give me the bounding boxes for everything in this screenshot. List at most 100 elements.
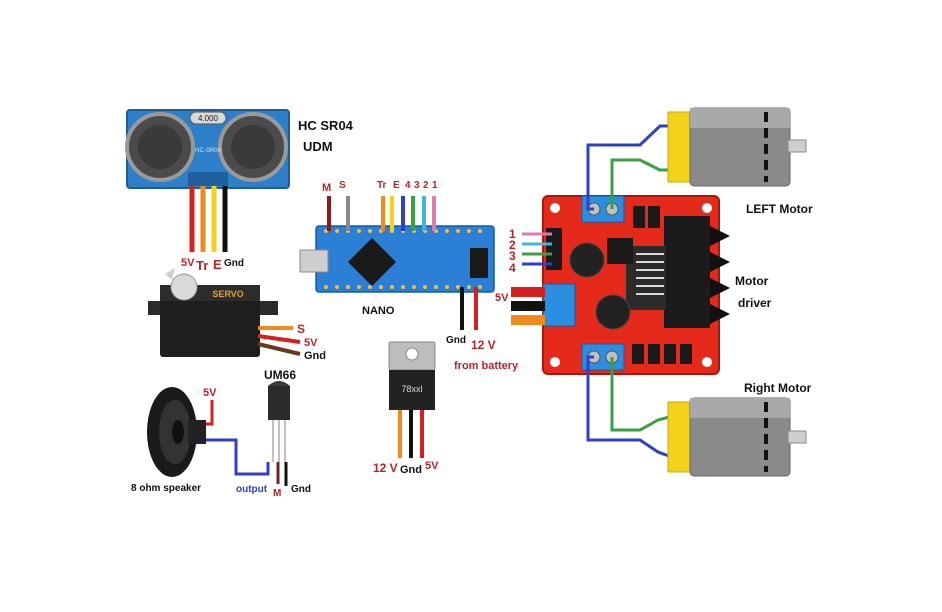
us-gnd-label: Gnd [224, 258, 244, 269]
nano-3-label: 3 [414, 180, 420, 191]
left-motor-wire-green [610, 158, 680, 209]
driver-input-wires [522, 232, 552, 266]
us-e-label: E [213, 257, 222, 272]
driver-wire-5v-out [511, 315, 545, 325]
driver-5v-label: 5V [495, 292, 509, 304]
nano-gnd-label: Gnd [446, 335, 466, 346]
ultrasonic-header [188, 172, 228, 186]
udm-label: UDM [303, 139, 333, 154]
um66-gnd-label: Gnd [291, 484, 311, 495]
driver-wire-gnd [511, 301, 545, 311]
nano-s-label: S [339, 180, 346, 191]
nano-m-label: M [322, 182, 331, 194]
driver-wire-12v [511, 287, 545, 297]
nano-12v-label: 12 V [471, 338, 496, 352]
right-motor [667, 397, 807, 477]
speaker-wire-output [206, 438, 270, 476]
hc-sr04-label: HC SR04 [298, 118, 354, 133]
nano-bottom-wires [460, 287, 478, 330]
driver-hole-tl [550, 203, 560, 213]
driver-capacitor-1 [569, 242, 605, 278]
driver-hole-br [702, 357, 712, 367]
nano-board [315, 225, 495, 293]
driver-4-label: 4 [509, 261, 516, 275]
nano-icsp-header [470, 248, 488, 278]
right-motor-wire-blue [586, 355, 681, 462]
servo-text: SERVO [212, 289, 243, 299]
left-motor-shaft [787, 139, 807, 153]
um66-wires [276, 462, 288, 486]
servo-wire-gnd [257, 342, 301, 356]
servo-s-label: S [297, 322, 305, 336]
driver-label: driver [738, 296, 772, 310]
right-motor-label: Right Motor [744, 381, 812, 395]
driver-capacitor-2 [595, 294, 631, 330]
reg-12v-label: 12 V [373, 461, 398, 475]
motor-driver [542, 195, 730, 375]
output-label: output [236, 484, 268, 495]
ultrasonic-transmitter-mesh [138, 125, 182, 169]
driver-1-label: 1 [509, 227, 516, 241]
driver-hole-bl [550, 357, 560, 367]
ultrasonic-sensor: 4.000 HC-SR04 [125, 109, 290, 189]
right-motor-shaft [787, 430, 807, 444]
speaker-wires [206, 400, 270, 476]
speaker-5v-label: 5V [203, 387, 217, 399]
speaker-label: 8 ohm speaker [131, 483, 201, 494]
driver-chip-pins [636, 253, 664, 295]
speaker-magnet [188, 420, 206, 444]
regulator-text: 78xxl [401, 384, 422, 394]
driver-2-label: 2 [509, 238, 516, 252]
driver-regulator [607, 238, 633, 264]
ultrasonic-receiver-mesh [231, 125, 275, 169]
servo-motor: SERVO [148, 268, 278, 357]
servo-wire-5v [257, 334, 301, 344]
arduino-nano [299, 225, 495, 293]
um66-top [268, 381, 290, 386]
driver-small-components [632, 206, 692, 364]
driver-terminal-power [542, 283, 576, 327]
regulator-wires [398, 410, 424, 458]
driver-3-label: 3 [509, 249, 516, 263]
speaker-center [172, 420, 184, 444]
nano-e-label: E [393, 180, 400, 191]
ultrasonic-crystal [189, 111, 227, 125]
regulator-body [389, 370, 435, 410]
nano-top-wires [327, 196, 436, 231]
ultrasonic-display-text: 4.000 [198, 114, 219, 123]
voltage-regulator: 78xxl [388, 341, 436, 410]
right-motor-endcap [667, 401, 693, 473]
nano-2-label: 2 [423, 180, 429, 191]
um66-m-label: M [273, 488, 281, 499]
left-motor-label: LEFT Motor [746, 202, 813, 216]
us-tr-label: Tr [196, 258, 208, 273]
speaker [147, 387, 206, 477]
reg-5v-label: 5V [425, 460, 439, 472]
driver-power-wires [511, 287, 545, 325]
reg-gnd-label: Gnd [400, 464, 422, 476]
right-motor-highlight [690, 398, 790, 418]
motor-label: Motor [735, 274, 769, 288]
regulator-mount-hole [405, 347, 419, 361]
ultrasonic-wires [189, 186, 228, 252]
driver-input-header [546, 228, 562, 270]
driver-hole-tr [702, 203, 712, 213]
left-motor-endcap [667, 111, 693, 183]
servo-gnd-label: Gnd [304, 350, 326, 362]
servo-5v-label: 5V [304, 337, 318, 349]
um66-body [268, 386, 290, 420]
driver-heatsink-fins [710, 226, 730, 324]
ultrasonic-board-text: HC-SR04 [195, 148, 221, 154]
nano-label: NANO [362, 305, 395, 317]
nano-4-label: 4 [405, 180, 411, 191]
servo-wires [257, 326, 301, 356]
left-motor [667, 107, 807, 187]
from-battery-label: from battery [454, 360, 519, 372]
right-motor-wire-green [610, 357, 681, 432]
left-motor-highlight [690, 108, 790, 128]
nano-usb-port [299, 249, 329, 273]
servo-horn [170, 273, 198, 301]
nano-tr-label: Tr [377, 180, 387, 191]
